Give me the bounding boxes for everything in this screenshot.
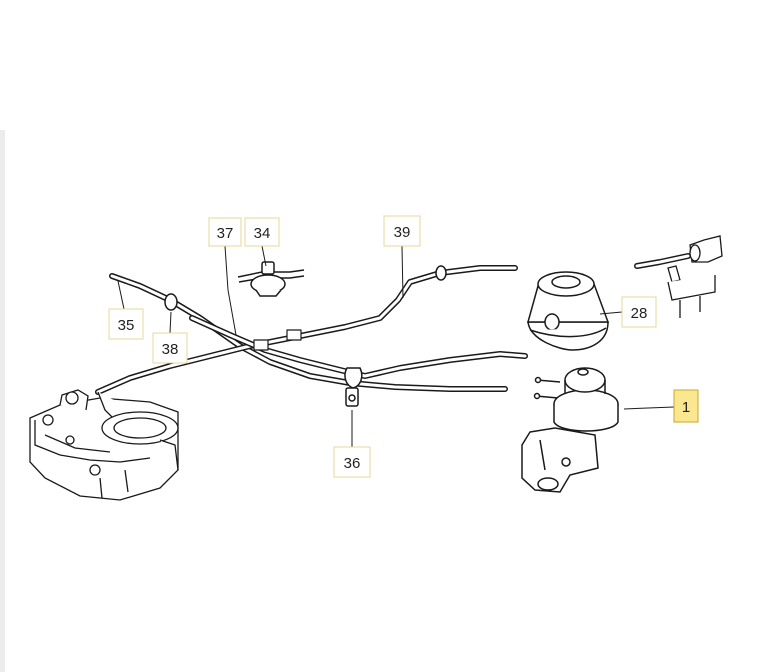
callout-1[interactable]: 1 xyxy=(673,389,699,423)
dust-cap xyxy=(527,271,610,351)
callout-39[interactable]: 39 xyxy=(383,215,421,247)
callout-28[interactable]: 28 xyxy=(621,296,657,328)
callout-label: 38 xyxy=(162,341,179,358)
callout-label: 34 xyxy=(254,225,271,242)
callout-35[interactable]: 35 xyxy=(108,308,144,340)
callout-label: 1 xyxy=(682,399,690,416)
upper-right-fitting xyxy=(667,235,723,318)
hoses xyxy=(95,253,691,395)
callout-label: 37 xyxy=(217,225,234,242)
viewer-edge xyxy=(0,130,5,672)
callout-label: 36 xyxy=(344,455,361,472)
callout-36[interactable]: 36 xyxy=(333,446,371,478)
hose-clip xyxy=(344,367,363,407)
carburettor xyxy=(29,389,179,501)
callout-label: 28 xyxy=(631,305,648,322)
callout-label: 35 xyxy=(118,317,135,334)
leader-lines xyxy=(117,245,675,447)
callout-label: 39 xyxy=(394,224,411,241)
callout-38[interactable]: 38 xyxy=(152,332,188,364)
t-connector xyxy=(237,261,305,297)
vacuum-unit xyxy=(521,367,619,493)
callout-34[interactable]: 34 xyxy=(244,217,280,247)
callout-37[interactable]: 37 xyxy=(208,217,242,247)
